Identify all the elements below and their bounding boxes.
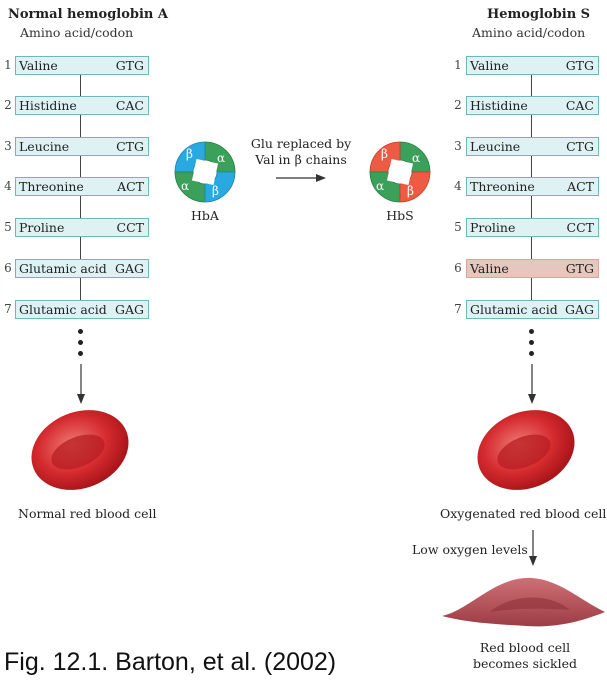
right-row-2-number: 2 <box>454 98 462 112</box>
codon: CAC <box>115 98 144 113</box>
oxygenated-red-blood-cell <box>477 410 575 490</box>
amino-acid: Valine <box>470 58 509 73</box>
codon: CAC <box>565 98 594 113</box>
amino-acid: Valine <box>470 261 509 276</box>
right-row-4-number: 4 <box>454 179 462 193</box>
amino-acid: Valine <box>19 58 58 73</box>
left-ellipsis-dot <box>78 329 83 334</box>
codon: CTG <box>116 139 144 154</box>
hba-alpha-symbol: α <box>181 179 189 193</box>
codon: GTG <box>565 261 594 276</box>
codon: GAG <box>565 302 594 317</box>
sickled-label-line2: becomes sickled <box>473 656 577 671</box>
hba-molecule-icon: β α α β <box>174 141 236 203</box>
amino-acid: Leucine <box>19 139 70 154</box>
codon: ACT <box>567 179 594 194</box>
right-row-5: Proline CCT <box>466 218 599 237</box>
left-row-3: Leucine CTG <box>15 137 149 156</box>
replace-text-line1: Glu replaced by <box>250 136 352 151</box>
right-subtitle: Amino acid/codon <box>472 25 586 40</box>
left-row-7-number: 7 <box>4 302 12 316</box>
right-down-arrow <box>528 364 536 404</box>
left-down-arrow <box>77 364 85 404</box>
hba-beta-symbol: β <box>212 184 219 198</box>
oxygenated-cell-label: Oxygenated red blood cell <box>440 506 607 521</box>
codon: CTG <box>566 139 594 154</box>
hbs-beta-symbol: β <box>381 147 388 161</box>
left-title: Normal hemoglobin A <box>8 7 168 22</box>
left-ellipsis-dot <box>78 340 83 345</box>
right-row-1: Valine GTG <box>466 56 599 75</box>
hbs-label: HbS <box>386 208 414 223</box>
right-row-6-number: 6 <box>454 261 462 275</box>
left-row-1: Valine GTG <box>15 56 149 75</box>
amino-acid: Proline <box>19 220 65 235</box>
figure-caption: Fig. 12.1. Barton, et al. (2002) <box>4 648 337 676</box>
right-row-1-number: 1 <box>454 58 462 72</box>
amino-acid: Leucine <box>470 139 521 154</box>
hba-beta-symbol: β <box>186 147 193 161</box>
normal-cell-label: Normal red blood cell <box>18 506 157 521</box>
normal-red-blood-cell <box>31 410 129 490</box>
codon: CCT <box>116 220 144 235</box>
right-ellipsis-dot <box>529 340 534 345</box>
amino-acid: Threonine <box>470 179 535 194</box>
right-ellipsis-dot <box>529 329 534 334</box>
codon: GTG <box>115 58 144 73</box>
sickled-label-line1: Red blood cell <box>479 640 571 655</box>
right-arrow <box>276 174 326 182</box>
left-row-1-number: 1 <box>4 58 12 72</box>
codon: GAG <box>115 302 144 317</box>
left-ellipsis-dot <box>78 351 83 356</box>
codon: CCT <box>566 220 594 235</box>
amino-acid: Histidine <box>470 98 528 113</box>
right-row-5-number: 5 <box>454 220 462 234</box>
left-row-7: Glutamic acid GAG <box>15 300 149 319</box>
hbs-alpha-symbol: α <box>376 179 384 193</box>
left-row-4: Threonine ACT <box>15 177 149 196</box>
left-row-2-number: 2 <box>4 98 12 112</box>
hba-label: HbA <box>191 208 219 223</box>
left-row-5: Proline CCT <box>15 218 149 237</box>
right-row-4: Threonine ACT <box>466 177 599 196</box>
codon: GAG <box>115 261 144 276</box>
right-ellipsis-dot <box>529 351 534 356</box>
low-oxygen-label: Low oxygen levels <box>412 542 528 557</box>
left-row-5-number: 5 <box>4 220 12 234</box>
right-row-6-mutated: Valine GTG <box>466 259 599 278</box>
amino-acid: Glutamic acid <box>470 302 558 317</box>
hbs-beta-symbol: β <box>407 184 414 198</box>
right-row-3: Leucine CTG <box>466 137 599 156</box>
right-row-7-number: 7 <box>454 302 462 316</box>
left-subtitle: Amino acid/codon <box>20 25 134 40</box>
left-row-2: Histidine CAC <box>15 96 149 115</box>
amino-acid: Threonine <box>19 179 84 194</box>
right-row-2: Histidine CAC <box>466 96 599 115</box>
left-row-6-number: 6 <box>4 261 12 275</box>
low-oxygen-arrow <box>529 530 537 566</box>
right-title: Hemoglobin S <box>487 7 591 22</box>
hba-alpha-symbol: α <box>217 151 225 165</box>
left-row-6: Glutamic acid GAG <box>15 259 149 278</box>
amino-acid: Histidine <box>19 98 77 113</box>
right-row-7: Glutamic acid GAG <box>466 300 599 319</box>
left-row-3-number: 3 <box>4 139 12 153</box>
amino-acid: Glutamic acid <box>19 261 107 276</box>
left-row-4-number: 4 <box>4 179 12 193</box>
replace-text-line2: Val in β chains <box>255 152 347 167</box>
sickled-red-blood-cell <box>442 577 605 627</box>
codon: ACT <box>117 179 144 194</box>
amino-acid: Glutamic acid <box>19 302 107 317</box>
right-row-3-number: 3 <box>454 139 462 153</box>
hbs-molecule-icon: β α α β <box>369 141 431 203</box>
hbs-alpha-symbol: α <box>412 151 420 165</box>
codon: GTG <box>565 58 594 73</box>
amino-acid: Proline <box>470 220 516 235</box>
